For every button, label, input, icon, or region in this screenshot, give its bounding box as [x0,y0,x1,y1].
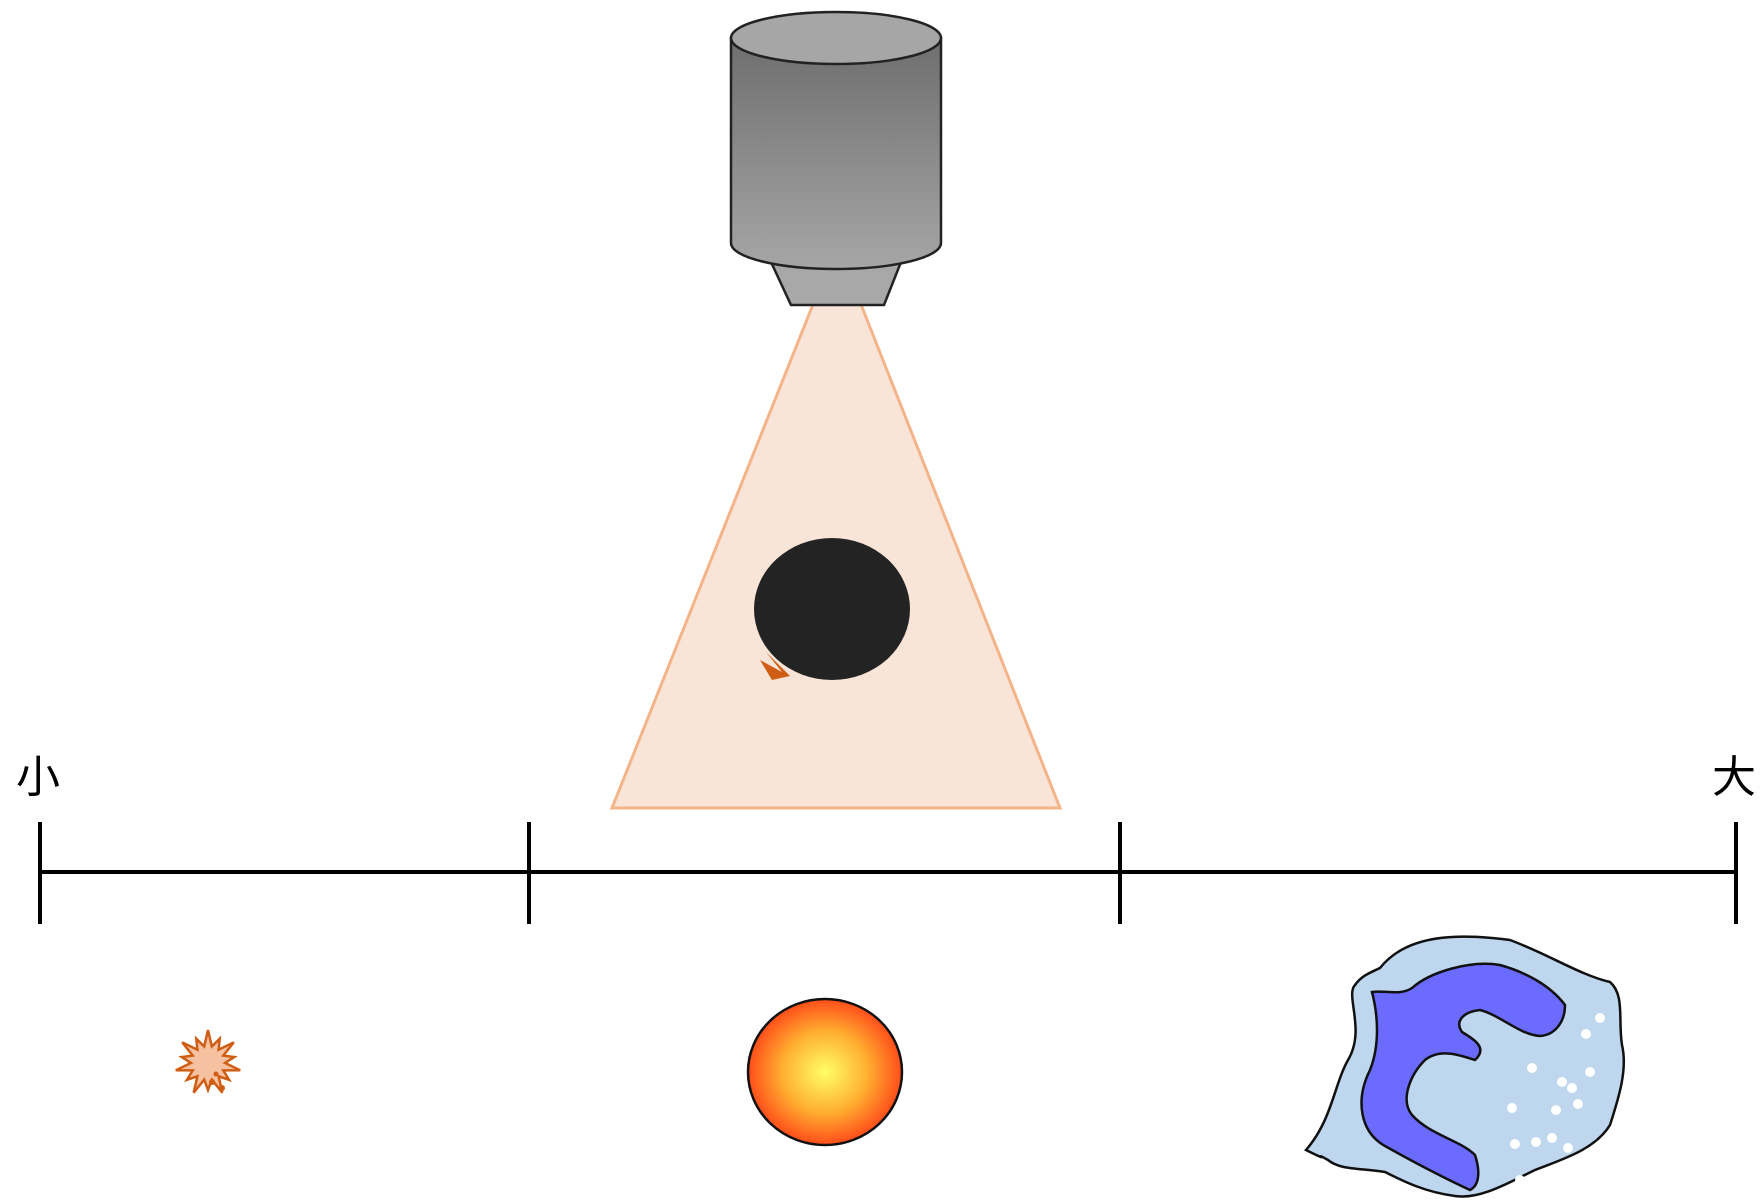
beam-object-shadow [754,538,910,680]
spiky-particle-icon [176,1030,240,1093]
size-axis [40,822,1736,924]
scale-label-small: 小 [16,756,60,800]
scale-label-large: 大 [1712,756,1756,800]
white-blood-cell-icon [1306,937,1624,1197]
objective-lens-icon [731,12,941,305]
glowing-sphere-icon [748,999,902,1145]
